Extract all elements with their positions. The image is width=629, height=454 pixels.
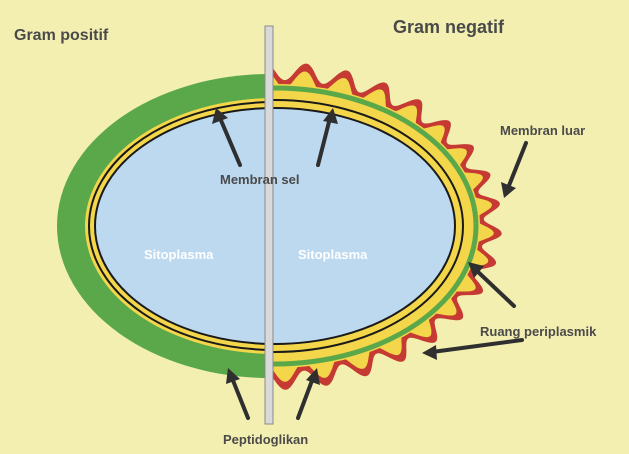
arrowhead-periplasm-lower (422, 345, 437, 360)
label-outer-membrane: Membran luar (500, 123, 585, 138)
label-cytoplasm-left: Sitoplasma (144, 247, 214, 262)
arrow-peptidoglycan-left (232, 378, 248, 418)
label-periplasmic-space: Ruang periplasmik (480, 324, 597, 339)
label-gram-positive: Gram positif (14, 27, 109, 44)
divider-rod (265, 26, 273, 424)
label-cytoplasm-right: Sitoplasma (298, 247, 368, 262)
label-gram-negative: Gram negatif (393, 17, 505, 37)
arrow-outer-membrane (508, 143, 526, 188)
cytoplasm (95, 108, 455, 344)
label-cell-membrane: Membran sel (220, 172, 299, 187)
arrow-peptidoglycan-right (298, 378, 313, 418)
label-peptidoglycan: Peptidoglikan (223, 432, 308, 447)
arrow-periplasm-lower (432, 340, 522, 352)
